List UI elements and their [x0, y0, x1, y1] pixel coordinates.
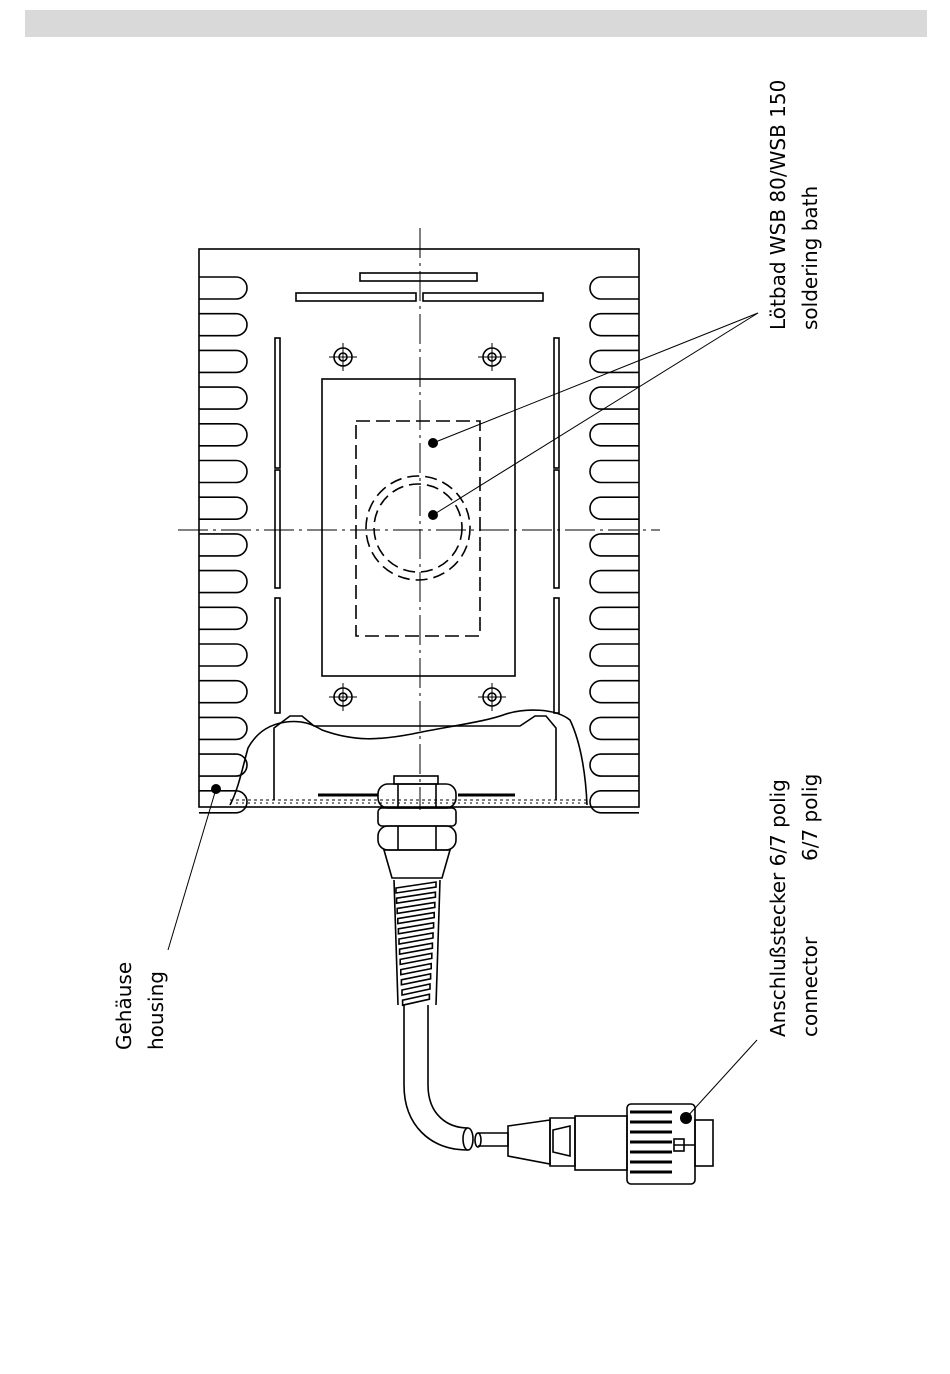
- cooling-slot: [590, 791, 639, 813]
- solder-bath-circle-inner: [374, 484, 462, 572]
- soldering-bath-label-en: soldering bath: [798, 186, 822, 330]
- cable-gland: [378, 776, 456, 878]
- housing-label-de: Gehäuse: [112, 962, 136, 1050]
- leader-lines: [168, 313, 758, 1118]
- mounting-hole: [478, 343, 506, 371]
- cooling-slot: [199, 607, 247, 629]
- cooling-slots-right: [590, 277, 639, 813]
- spiral-turn: [397, 902, 435, 913]
- mounting-hole: [478, 683, 506, 711]
- cooling-slot: [199, 754, 247, 776]
- spiral-turn: [397, 892, 436, 903]
- cooling-slot: [590, 277, 639, 299]
- connector-plug: [475, 1104, 713, 1184]
- center-lines: [178, 228, 660, 810]
- soldering-bath-label-de: Lötbad WSB 80/WSB 150: [766, 80, 790, 330]
- spiral-turn: [402, 984, 430, 995]
- mounting-hole: [329, 683, 357, 711]
- cooling-slot: [590, 644, 639, 666]
- cutaway-bracket: [274, 716, 556, 800]
- spiral-turn: [396, 882, 436, 893]
- spiral-turn: [400, 943, 433, 954]
- solder-bath-circle-outer: [366, 476, 470, 580]
- connector-label-de: Anschlußstecker 6/7 polig: [766, 779, 790, 1037]
- cooling-slot: [590, 681, 639, 703]
- cooling-slot: [199, 534, 247, 556]
- spiral-turn: [398, 923, 433, 934]
- cooling-slot: [590, 314, 639, 336]
- cooling-slot: [199, 314, 247, 336]
- housing-outline: [199, 249, 639, 807]
- top-plate: [322, 379, 515, 676]
- cooling-slot: [199, 350, 247, 372]
- cooling-slot: [199, 717, 247, 739]
- connector-knurl: [630, 1112, 672, 1172]
- cooling-slot: [590, 424, 639, 446]
- spiral-turn: [398, 913, 434, 924]
- side-slots: [275, 338, 559, 713]
- housing-label-en: housing: [144, 971, 168, 1050]
- spiral-turn: [401, 974, 430, 985]
- cable: [404, 1005, 468, 1150]
- cooling-slot: [199, 387, 247, 409]
- connector-label-en: connector: [798, 936, 822, 1037]
- cooling-slot: [590, 607, 639, 629]
- cooling-slot: [199, 461, 247, 483]
- cooling-slot: [590, 754, 639, 776]
- spiral-turn: [403, 994, 430, 1005]
- cooling-slot: [590, 461, 639, 483]
- mounting-hole: [329, 343, 357, 371]
- spiral-turn: [400, 953, 432, 964]
- cooling-slot: [590, 717, 639, 739]
- cooling-slot: [199, 497, 247, 519]
- cooling-slot: [199, 681, 247, 703]
- cooling-slots-left: [199, 277, 247, 813]
- cooling-slot: [199, 644, 247, 666]
- spiral-turn: [401, 964, 431, 975]
- strain-relief-spiral: [394, 880, 440, 1005]
- cooling-slot: [199, 571, 247, 593]
- cooling-slot: [590, 350, 639, 372]
- cooling-slot: [199, 277, 247, 299]
- cooling-slot: [590, 497, 639, 519]
- cooling-slot: [590, 534, 639, 556]
- cooling-slot: [199, 791, 247, 813]
- housing-cutaway: [230, 710, 587, 805]
- cooling-slot: [590, 387, 639, 409]
- cooling-slot: [590, 571, 639, 593]
- connector-label-en-pins: 6/7 polig: [798, 774, 822, 861]
- cooling-slot: [199, 424, 247, 446]
- spiral-turn: [399, 933, 433, 944]
- leader-dots: [211, 438, 692, 1124]
